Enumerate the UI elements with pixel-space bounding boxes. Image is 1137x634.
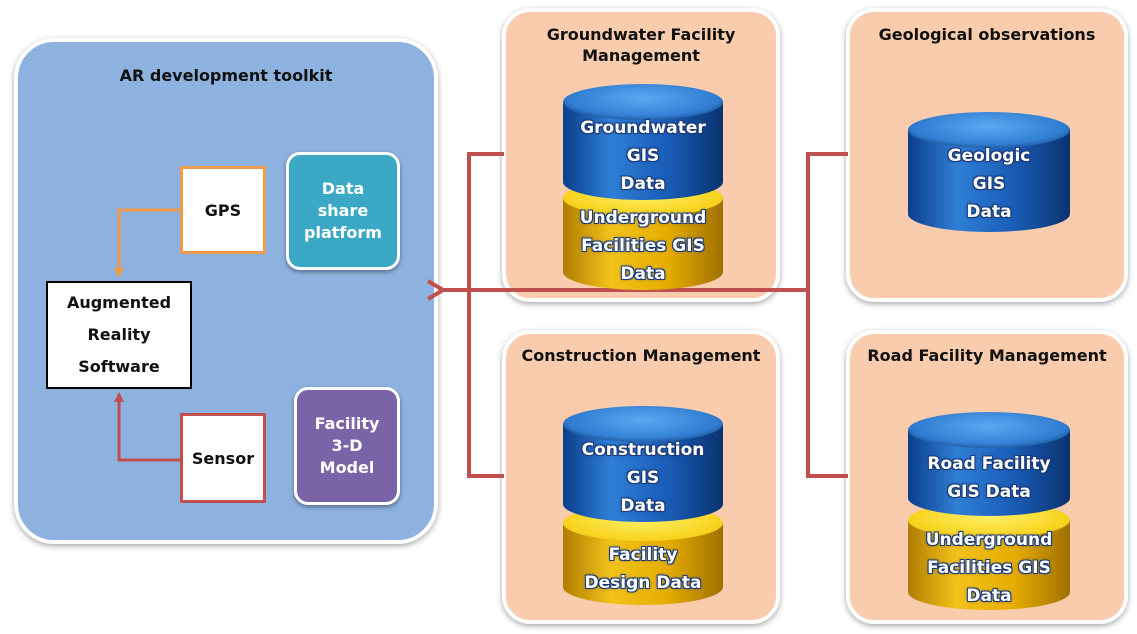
- groundwater-gis-db-cylinder: Groundwater GIS Data: [563, 84, 723, 200]
- sensor-label: Sensor: [191, 448, 255, 468]
- facility-model-line-1: Facility: [314, 414, 380, 433]
- sensor-to-software-arrow: [114, 392, 180, 462]
- sensor-box: Sensor: [180, 413, 266, 503]
- gw-db-bottom-line-2: Facilities GIS: [581, 236, 705, 256]
- facility-model-line-3: Model: [319, 458, 375, 477]
- right-bracket: [806, 152, 848, 478]
- gps-to-software-arrow: [114, 208, 180, 278]
- ar-toolkit-title: AR development toolkit: [119, 66, 333, 85]
- road-db-top-line-2: GIS Data: [947, 482, 1031, 502]
- con-db-top-line-2: GIS: [626, 468, 660, 488]
- con-db-bottom-line-2: Design Data: [584, 573, 702, 593]
- ar-software-line-3: Software: [78, 357, 160, 376]
- left-bracket: [467, 152, 504, 478]
- road-db-bottom-line-1: Underground: [925, 530, 1053, 550]
- facility-3d-model-tile: Facility 3-D Model: [294, 387, 400, 505]
- geological-title-line-1: Geological observations: [878, 25, 1096, 44]
- gps-box: GPS: [180, 166, 266, 254]
- groundwater-title-line-1: Groundwater Facility: [546, 25, 736, 44]
- road-facility-gis-db-cylinder: Road Facility GIS Data: [908, 412, 1070, 516]
- facility-model-line-2: 3-D: [331, 436, 363, 455]
- construction-title-line-1: Construction Management: [521, 346, 761, 365]
- road-db-top-line-1: Road Facility: [927, 454, 1051, 474]
- ar-software-line-2: Reality: [87, 325, 151, 344]
- geo-db-line-2: GIS: [972, 174, 1006, 194]
- geo-db-line-3: Data: [966, 202, 1012, 222]
- con-db-top-line-1: Construction: [581, 440, 705, 460]
- gw-db-top-line-2: GIS: [626, 146, 660, 166]
- road-underground-facilities-db-cylinder: Underground Facilities GIS Data: [908, 502, 1070, 610]
- data-share-line-2: share: [317, 201, 369, 220]
- data-share-platform-tile: Data share platform: [286, 152, 400, 270]
- road-db-bottom-line-2: Facilities GIS: [927, 558, 1051, 578]
- construction-gis-db-cylinder: Construction GIS Data: [563, 406, 723, 522]
- geological-panel-title: Geological observations: [846, 24, 1128, 45]
- augmented-reality-software-box: Augmented Reality Software: [46, 281, 192, 389]
- gw-db-top-line-3: Data: [620, 174, 666, 194]
- construction-panel-title: Construction Management: [502, 345, 780, 366]
- gw-db-bottom-line-3: Data: [620, 264, 666, 284]
- road-db-bottom-line-3: Data: [966, 586, 1012, 606]
- road-panel-title: Road Facility Management: [846, 345, 1128, 366]
- data-share-line-1: Data: [321, 179, 365, 198]
- con-db-top-line-3: Data: [620, 496, 666, 516]
- ar-software-line-1: Augmented: [66, 293, 172, 312]
- groundwater-title-line-2: Management: [582, 46, 700, 65]
- gw-db-bottom-line-1: Underground: [579, 208, 707, 228]
- data-share-line-3: platform: [304, 223, 382, 242]
- geo-db-line-1: Geologic: [947, 146, 1031, 166]
- gw-db-top-line-1: Groundwater: [580, 118, 706, 138]
- con-db-bottom-line-1: Facility: [608, 545, 678, 565]
- road-title-line-1: Road Facility Management: [867, 346, 1107, 365]
- geologic-gis-db-cylinder: Geologic GIS Data: [908, 112, 1070, 232]
- gps-label: GPS: [204, 200, 242, 220]
- groundwater-panel-title: Groundwater Facility Management: [502, 24, 780, 66]
